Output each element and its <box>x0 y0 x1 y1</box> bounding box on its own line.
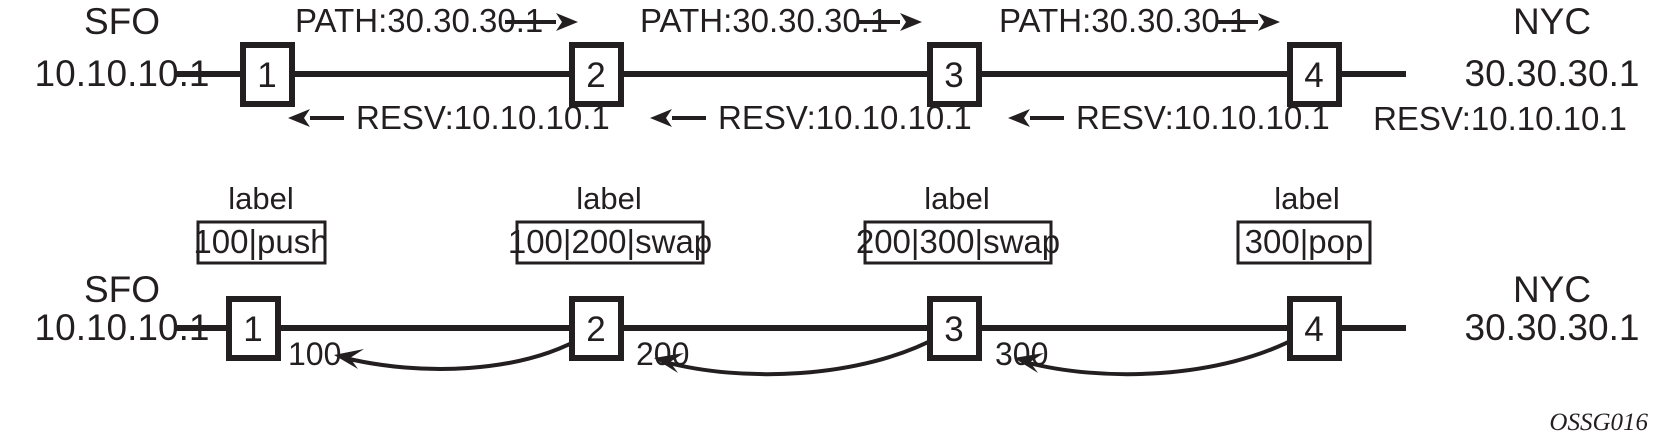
resv-message-2-label: RESV:10.10.10.1 <box>718 99 972 136</box>
path-arrow-1-head-icon <box>556 13 578 31</box>
top-node-3-label: 3 <box>944 56 963 95</box>
top-node-4: 4 <box>1287 42 1342 107</box>
path-arrow-3-head-icon <box>1258 13 1280 31</box>
label-advert-arrow-1 <box>334 334 587 371</box>
label-box-3 <box>863 220 1053 265</box>
bottom-node-3-label: 3 <box>944 310 963 349</box>
label-advert-arrow-2-curve <box>664 334 941 377</box>
label-box-3-text: 200|300|swap <box>856 223 1060 260</box>
bottom-node-1-box <box>226 296 281 361</box>
top-node-4-box <box>1287 42 1342 107</box>
advertised-label-2: 200 <box>636 336 689 372</box>
path-message-3: PATH:30.30.30.1 <box>999 2 1280 39</box>
path-message-1: PATH:30.30.30.1 <box>295 2 578 39</box>
bottom-node-2-label: 2 <box>586 310 605 349</box>
label-group-4: label 300|pop <box>1236 181 1372 265</box>
label-box-1 <box>196 220 327 265</box>
label-box-4-text: 300|pop <box>1245 223 1364 260</box>
path-message-2: PATH:30.30.30.1 <box>640 2 922 39</box>
bottom-right-address-label: 30.30.30.1 <box>1465 307 1640 348</box>
label-box-4 <box>1236 220 1372 265</box>
resv-message-1-label: RESV:10.10.10.1 <box>356 99 610 136</box>
resv-message-3: RESV:10.10.10.1 <box>1008 99 1330 136</box>
resv-message-1: RESV:10.10.10.1 <box>288 99 610 136</box>
label-caption-1: label <box>228 181 294 216</box>
advertised-label-3: 300 <box>995 336 1048 372</box>
top-node-4-label: 4 <box>1304 56 1323 95</box>
top-node-1: 1 <box>240 42 295 107</box>
bottom-node-2-box <box>569 296 624 361</box>
bottom-node-2: 2 <box>569 296 624 361</box>
label-group-2: label 100|200|swap <box>508 181 712 265</box>
label-group-1: label 100|push <box>193 181 329 265</box>
label-advert-arrow-2-head-icon <box>654 353 684 373</box>
bottom-node-4-label: 4 <box>1304 310 1323 349</box>
label-advert-arrow-3-head-icon <box>1014 353 1044 373</box>
top-node-2-label: 2 <box>586 56 605 95</box>
bottom-left-city-label: SFO <box>84 269 160 310</box>
label-box-1-text: 100|push <box>193 223 328 260</box>
path-message-3-label: PATH:30.30.30.1 <box>999 2 1247 39</box>
path-message-1-label: PATH:30.30.30.1 <box>295 2 543 39</box>
resv-arrow-2-head-icon <box>650 109 672 127</box>
label-advert-arrow-1-head-icon <box>334 349 364 369</box>
resv-arrow-3-head-icon <box>1008 109 1030 127</box>
bottom-row-group: label 100|push label 100|200|swap label … <box>35 181 1640 377</box>
bottom-node-1-label: 1 <box>243 310 262 349</box>
resv-message-2: RESV:10.10.10.1 <box>650 99 972 136</box>
top-left-city-label: SFO <box>84 1 160 42</box>
top-node-3-box <box>927 42 982 107</box>
bottom-node-4: 4 <box>1287 296 1342 361</box>
bottom-right-city-label: NYC <box>1513 269 1591 310</box>
top-right-address-label: 30.30.30.1 <box>1465 53 1640 94</box>
label-advert-arrow-1-curve <box>344 334 587 371</box>
label-caption-2: label <box>576 181 642 216</box>
figure-code-caption: OSSG016 <box>1549 409 1648 436</box>
path-arrow-2-head-icon <box>900 13 922 31</box>
label-caption-4: label <box>1274 181 1340 216</box>
label-advert-arrow-3 <box>1014 334 1301 377</box>
top-node-1-label: 1 <box>257 56 276 95</box>
bottom-node-3: 3 <box>927 296 982 361</box>
label-box-2-text: 100|200|swap <box>508 223 712 260</box>
top-row-group: SFO 10.10.10.1 NYC 30.30.30.1 RESV:10.10… <box>35 1 1640 137</box>
top-node-2-box <box>569 42 624 107</box>
bottom-node-3-box <box>927 296 982 361</box>
label-box-2 <box>515 220 705 265</box>
label-advert-arrow-3-curve <box>1024 334 1301 377</box>
resv-message-3-label: RESV:10.10.10.1 <box>1076 99 1330 136</box>
top-right-city-label: NYC <box>1513 1 1591 42</box>
label-advert-arrow-2 <box>654 334 941 377</box>
path-message-2-label: PATH:30.30.30.1 <box>640 2 888 39</box>
top-node-1-box <box>240 42 295 107</box>
bottom-node-4-box <box>1287 296 1342 361</box>
label-group-3: label 200|300|swap <box>856 181 1060 265</box>
top-node-3: 3 <box>927 42 982 107</box>
top-node-2: 2 <box>569 42 624 107</box>
top-right-resv-label: RESV:10.10.10.1 <box>1373 100 1627 137</box>
advertised-label-1: 100 <box>288 336 341 372</box>
resv-arrow-1-head-icon <box>288 109 310 127</box>
label-caption-3: label <box>924 181 990 216</box>
bottom-node-1: 1 <box>226 296 281 361</box>
